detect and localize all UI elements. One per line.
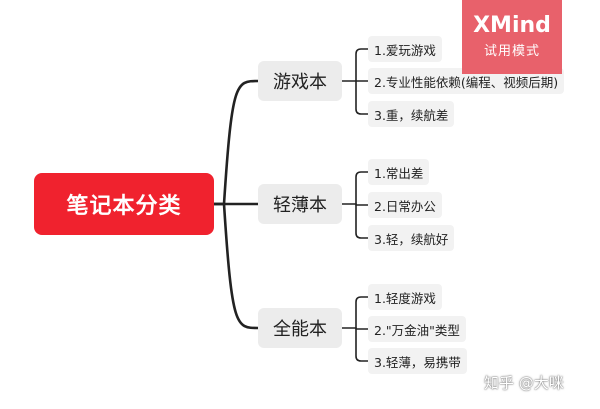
leaf-node-label: 3.重，续航差 bbox=[374, 107, 449, 123]
branch-to-leaf-connector bbox=[355, 171, 369, 205]
branch-node-gaming[interactable]: 游戏本 bbox=[258, 61, 342, 101]
leaf-node[interactable]: 1.爱玩游戏 bbox=[368, 36, 442, 62]
leaf-node[interactable]: 1.轻度游戏 bbox=[368, 284, 442, 310]
leaf-node[interactable]: 2.日常办公 bbox=[368, 192, 442, 218]
leaf-node-label: 1.爱玩游戏 bbox=[374, 42, 436, 58]
badge-subtitle: 试用模式 bbox=[483, 44, 540, 59]
leaf-node-label: 3.轻，续航好 bbox=[374, 231, 449, 247]
root-node-label: 笔记本分类 bbox=[66, 194, 182, 219]
branch-to-leaf-connector bbox=[355, 327, 369, 362]
branch-node-label: 全能本 bbox=[273, 319, 327, 340]
leaf-node-label: 2."万金油"类型 bbox=[374, 322, 460, 338]
leaf-node[interactable]: 3.轻，续航好 bbox=[368, 225, 455, 251]
branch-to-leaf-connector bbox=[355, 296, 369, 329]
branch-to-leaf-connector bbox=[355, 48, 369, 82]
branch-node-label: 游戏本 bbox=[273, 72, 327, 93]
root-to-branch-connector bbox=[212, 202, 260, 330]
leaf-node[interactable]: 2."万金油"类型 bbox=[368, 316, 466, 342]
branch-node-thin-light[interactable]: 轻薄本 bbox=[258, 184, 342, 224]
root-node[interactable]: 笔记本分类 bbox=[34, 173, 214, 235]
leaf-node-label: 2.专业性能依赖(编程、视频后期) bbox=[374, 74, 559, 90]
branch-node-label: 轻薄本 bbox=[273, 195, 327, 216]
leaf-node[interactable]: 3.重，续航差 bbox=[368, 101, 455, 127]
branch-to-leaf-connector bbox=[355, 80, 369, 115]
trial-mode-badge[interactable]: XMind 试用模式 bbox=[462, 0, 562, 74]
leaf-node-label: 1.轻度游戏 bbox=[374, 290, 436, 306]
watermark: 知乎 @大咪 bbox=[484, 374, 564, 392]
branch-to-leaf-connector bbox=[355, 203, 369, 239]
leaf-node[interactable]: 1.常出差 bbox=[368, 159, 430, 185]
root-to-branch-connector bbox=[212, 79, 260, 206]
badge-title: XMind bbox=[473, 13, 551, 38]
leaf-node-label: 1.常出差 bbox=[374, 165, 424, 181]
leaf-node[interactable]: 3.轻薄，易携带 bbox=[368, 348, 467, 374]
leaf-node-label: 2.日常办公 bbox=[374, 198, 436, 214]
branch-node-all-round[interactable]: 全能本 bbox=[258, 308, 342, 348]
leaf-node-label: 3.轻薄，易携带 bbox=[374, 354, 461, 370]
